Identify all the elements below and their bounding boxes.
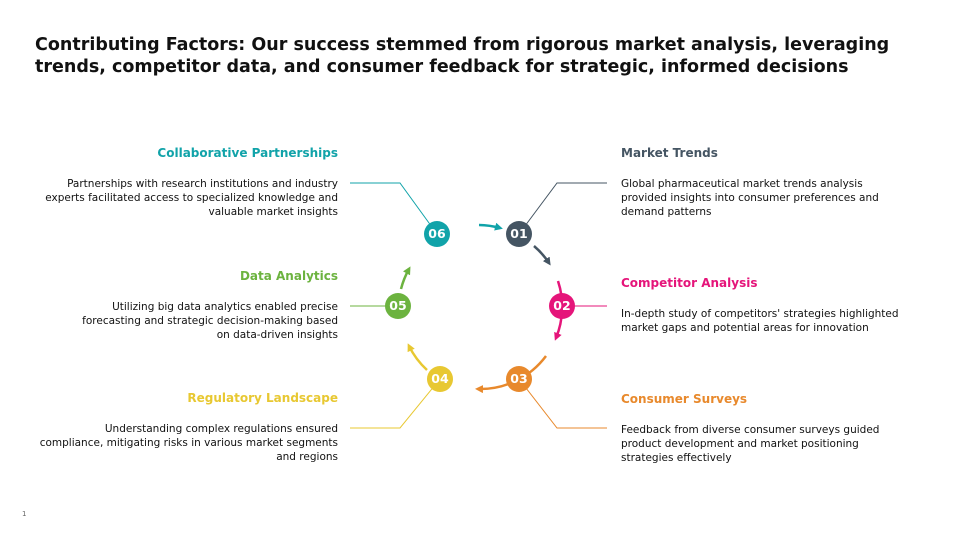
step-04-badge: 04 [427, 366, 453, 392]
factor-description: In-depth study of competitors' strategie… [621, 308, 899, 334]
factor-heading: Collaborative Partnerships [157, 146, 338, 160]
factor-heading: Data Analytics [239, 269, 338, 283]
factor-heading: Market Trends [621, 146, 718, 160]
arc-05-06 [399, 266, 411, 290]
factor-description: Global pharmaceutical market trends anal… [621, 178, 879, 218]
arc-01-02 [533, 245, 551, 266]
factor-heading: Regulatory Landscape [187, 391, 338, 405]
factor-heading: Consumer Surveys [621, 392, 748, 406]
factor-collaborative-partnerships: Collaborative Partnerships Partnerships … [38, 146, 338, 219]
leader-line-06 [350, 182, 438, 235]
factor-market-trends: Market Trends Global pharmaceutical mark… [621, 146, 921, 219]
factor-description: Utilizing big data analytics enabled pre… [82, 301, 338, 341]
arc-04-05 [407, 343, 428, 371]
slide-number: 1 [22, 510, 27, 518]
factor-description: Understanding complex regulations ensure… [39, 423, 338, 463]
leader-line-03 [518, 378, 607, 429]
step-02-badge: 02 [549, 293, 575, 319]
step-01-badge: 01 [506, 221, 532, 247]
slide-title: Contributing Factors: Our success stemme… [35, 35, 890, 77]
factor-description: Feedback from diverse consumer surveys g… [621, 424, 880, 464]
step-03-badge: 03 [506, 366, 532, 392]
arc-06-01 [478, 222, 503, 231]
step-06-badge: 06 [424, 221, 450, 247]
step-05-badge: 05 [385, 293, 411, 319]
factor-heading: Competitor Analysis [621, 276, 758, 290]
factor-description: Partnerships with research institutions … [45, 178, 338, 218]
factor-competitor-analysis: Competitor Analysis In-depth study of co… [621, 276, 921, 335]
leader-line-01 [518, 182, 607, 235]
factor-consumer-surveys: Consumer Surveys Feedback from diverse c… [621, 392, 921, 465]
factor-regulatory-landscape: Regulatory Landscape Understanding compl… [38, 391, 338, 464]
leader-line-04 [350, 378, 441, 429]
factor-data-analytics: Data Analytics Utilizing big data analyt… [38, 269, 338, 342]
